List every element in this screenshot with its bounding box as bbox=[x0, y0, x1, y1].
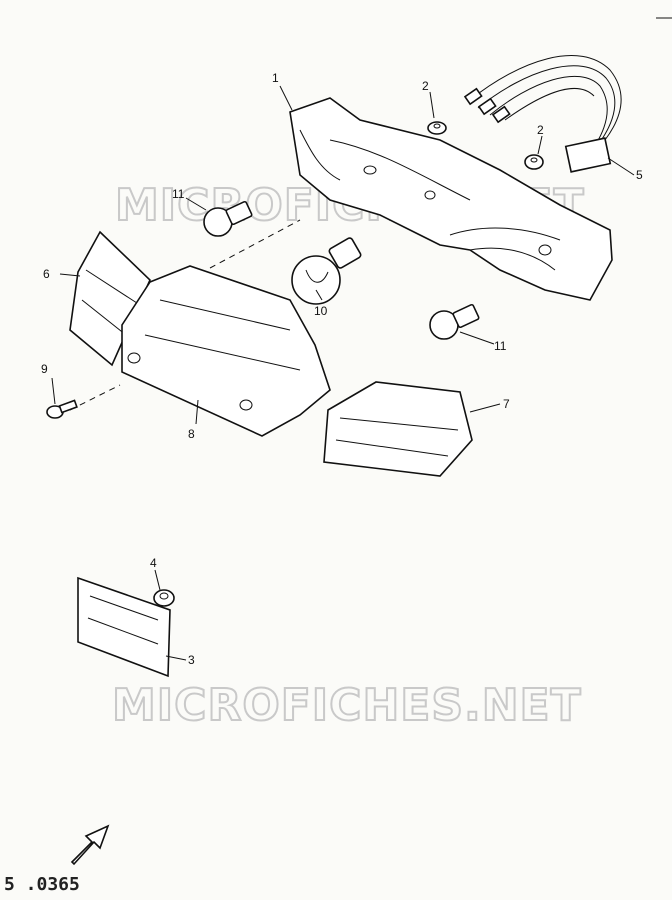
part-8-tail-lens bbox=[121, 265, 331, 437]
part-1-taillight-bracket bbox=[289, 97, 613, 301]
front-arrow-icon bbox=[70, 824, 110, 866]
watermark-bottom: MICROFICHES.NET bbox=[112, 680, 582, 731]
callout-9: 9 bbox=[41, 362, 48, 376]
diagram-ref-code: 5 .0365 bbox=[4, 874, 80, 895]
callout-11b: 11 bbox=[494, 339, 507, 353]
assembly-lines bbox=[69, 219, 301, 411]
callout-11a: 11 bbox=[172, 187, 185, 201]
part-2-grommet-a bbox=[427, 121, 447, 135]
part-11-bulb-b bbox=[429, 303, 480, 340]
part-3-reflector bbox=[77, 576, 171, 678]
callout-7: 7 bbox=[503, 397, 510, 411]
part-10-bulb bbox=[291, 237, 362, 305]
callout-5: 5 bbox=[636, 168, 643, 182]
part-5-wiring-harness bbox=[463, 55, 622, 173]
part-7-right-turn-lens bbox=[323, 381, 473, 477]
part-6-left-turn-lens bbox=[69, 230, 151, 367]
part-11-bulb-a bbox=[203, 200, 253, 237]
callout-2b: 2 bbox=[537, 123, 544, 137]
callout-2a: 2 bbox=[422, 79, 429, 93]
part-9-screw bbox=[46, 399, 78, 419]
part-4-nut bbox=[153, 589, 175, 607]
part-2-grommet-b bbox=[524, 154, 544, 170]
leader-lines bbox=[51, 85, 635, 661]
callout-1: 1 bbox=[272, 71, 279, 85]
callout-3: 3 bbox=[188, 653, 195, 667]
callout-4: 4 bbox=[150, 556, 157, 570]
callout-10: 10 bbox=[314, 304, 328, 318]
callout-8: 8 bbox=[188, 427, 195, 441]
callout-6: 6 bbox=[43, 267, 50, 281]
